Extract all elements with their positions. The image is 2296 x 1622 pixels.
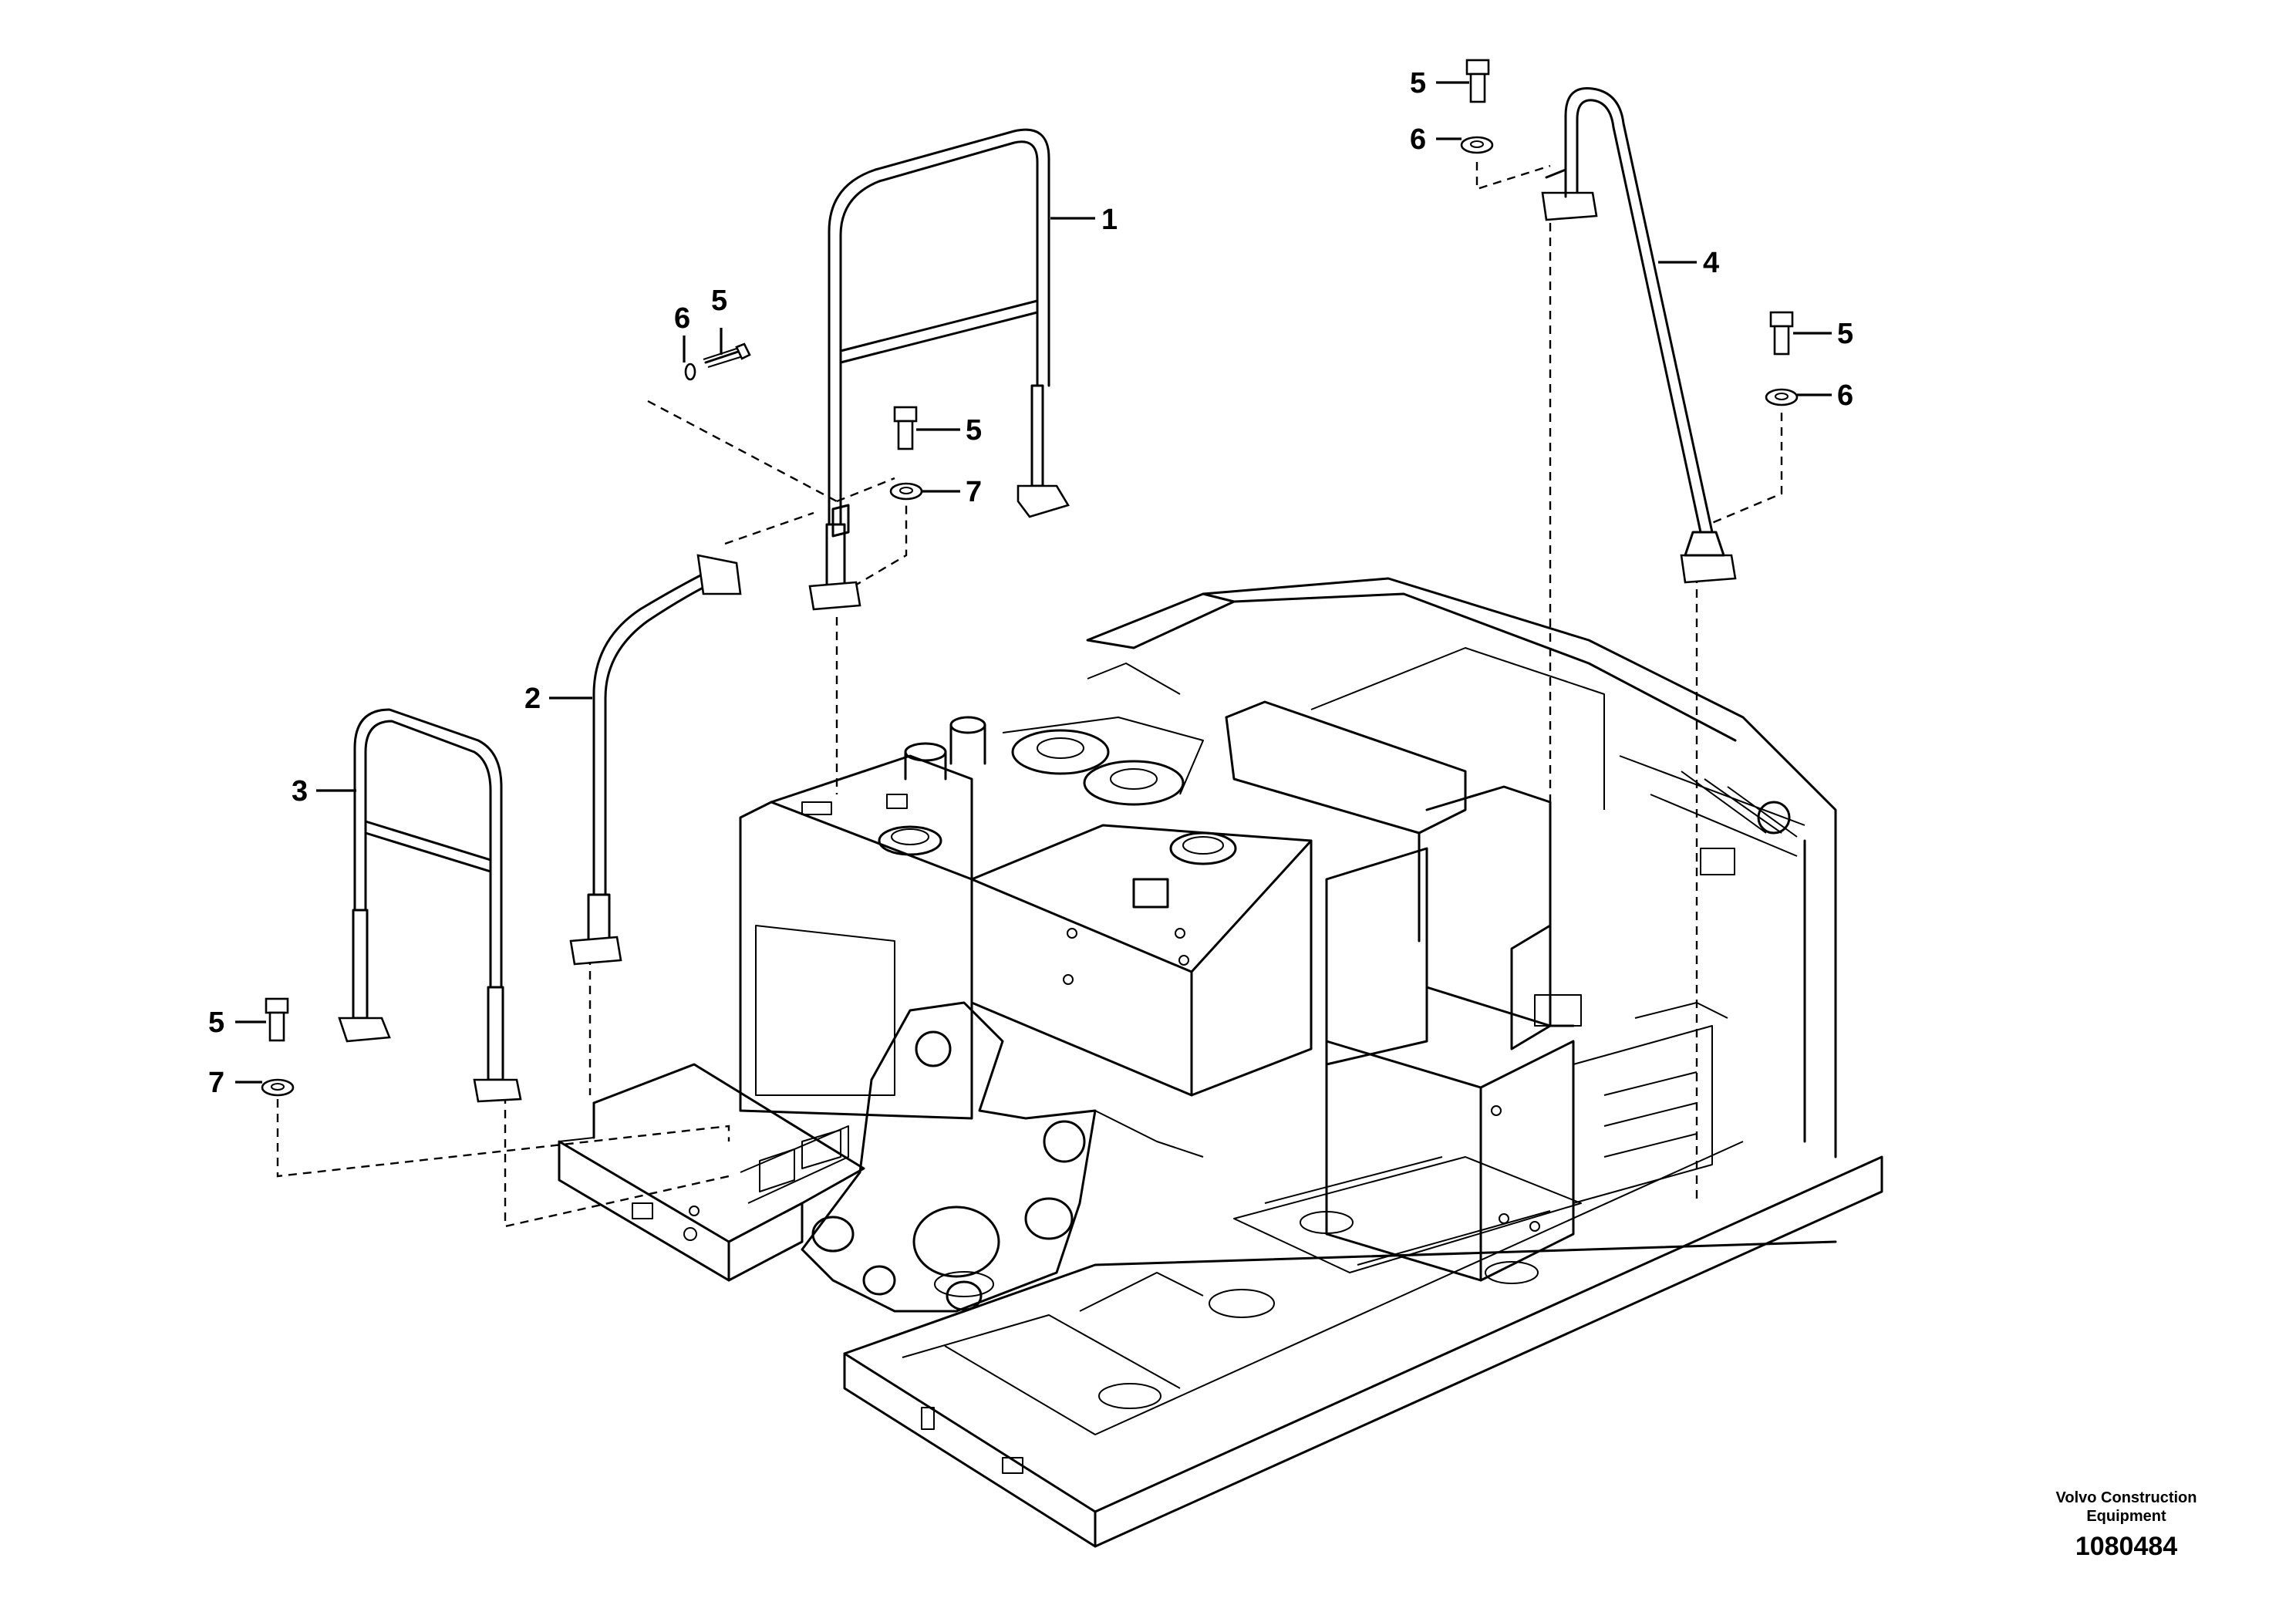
callout-part-3: 3 bbox=[292, 775, 308, 808]
upper-frame-platform bbox=[843, 1141, 1883, 1548]
counterweight-frame bbox=[1086, 577, 1837, 1158]
callout-washer-6-part1-top: 6 bbox=[674, 302, 690, 335]
callout-bolt-5-part1-right: 5 bbox=[966, 414, 982, 447]
title-block: Volvo Construction Equipment 1080484 bbox=[2011, 1489, 2242, 1562]
handrail-part-3 bbox=[338, 708, 522, 1103]
callout-bolt-5-part1-top: 5 bbox=[711, 285, 727, 317]
callout-washer-6-part4-right: 6 bbox=[1837, 379, 1853, 412]
callout-washer-7-part3: 7 bbox=[208, 1067, 224, 1099]
callout-bolt-5-part4-right: 5 bbox=[1837, 318, 1853, 350]
company-name-line-1: Volvo Construction bbox=[2055, 1489, 2197, 1506]
hydraulic-tank bbox=[739, 754, 973, 1120]
boom-mount-bracket bbox=[801, 1001, 1204, 1313]
left-tool-box bbox=[558, 1063, 865, 1282]
handrail-part-2 bbox=[569, 554, 742, 966]
callout-leader-lines bbox=[235, 81, 1832, 1084]
assembly-guide-lines bbox=[276, 162, 1783, 1228]
callout-washer-6-part4-top: 6 bbox=[1410, 123, 1426, 156]
company-name-line-2: Equipment bbox=[2086, 1508, 2166, 1525]
callout-part-1: 1 bbox=[1101, 204, 1118, 236]
fuel-tank bbox=[970, 824, 1313, 1097]
callout-bolt-5-part4-top: 5 bbox=[1410, 67, 1426, 99]
callout-labels: 1 2 3 4 5 7 6 5 5 7 5 6 5 6 bbox=[208, 67, 1853, 1099]
handrail-part-4 bbox=[1541, 86, 1737, 584]
handrail-part-1 bbox=[808, 128, 1070, 611]
callout-part-2: 2 bbox=[524, 683, 541, 715]
callout-washer-7-part1-right: 7 bbox=[966, 476, 982, 508]
engine-compartment-frame bbox=[1225, 700, 1728, 1282]
callout-part-4: 4 bbox=[1703, 247, 1719, 279]
drawing-number: 1080484 bbox=[2075, 1532, 2178, 1561]
callout-bolt-5-part3: 5 bbox=[208, 1007, 224, 1039]
filter-assemblies bbox=[904, 716, 1204, 806]
